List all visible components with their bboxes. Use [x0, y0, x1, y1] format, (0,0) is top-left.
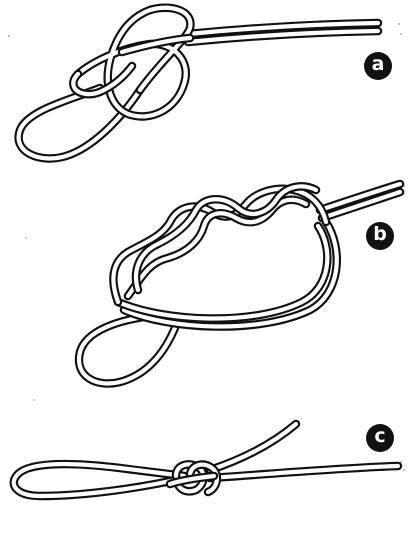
step-c-badge: c [366, 424, 394, 452]
step-b-badge: b [366, 222, 394, 250]
knot-step-b [74, 179, 405, 388]
step-c-label: c [374, 425, 386, 447]
step-a-badge: a [364, 52, 392, 80]
knot-step-c [9, 419, 403, 501]
knot-step-a [14, 3, 383, 163]
step-b-label: b [373, 223, 387, 245]
paper-specks [8, 23, 405, 471]
step-a-label: a [371, 53, 385, 75]
